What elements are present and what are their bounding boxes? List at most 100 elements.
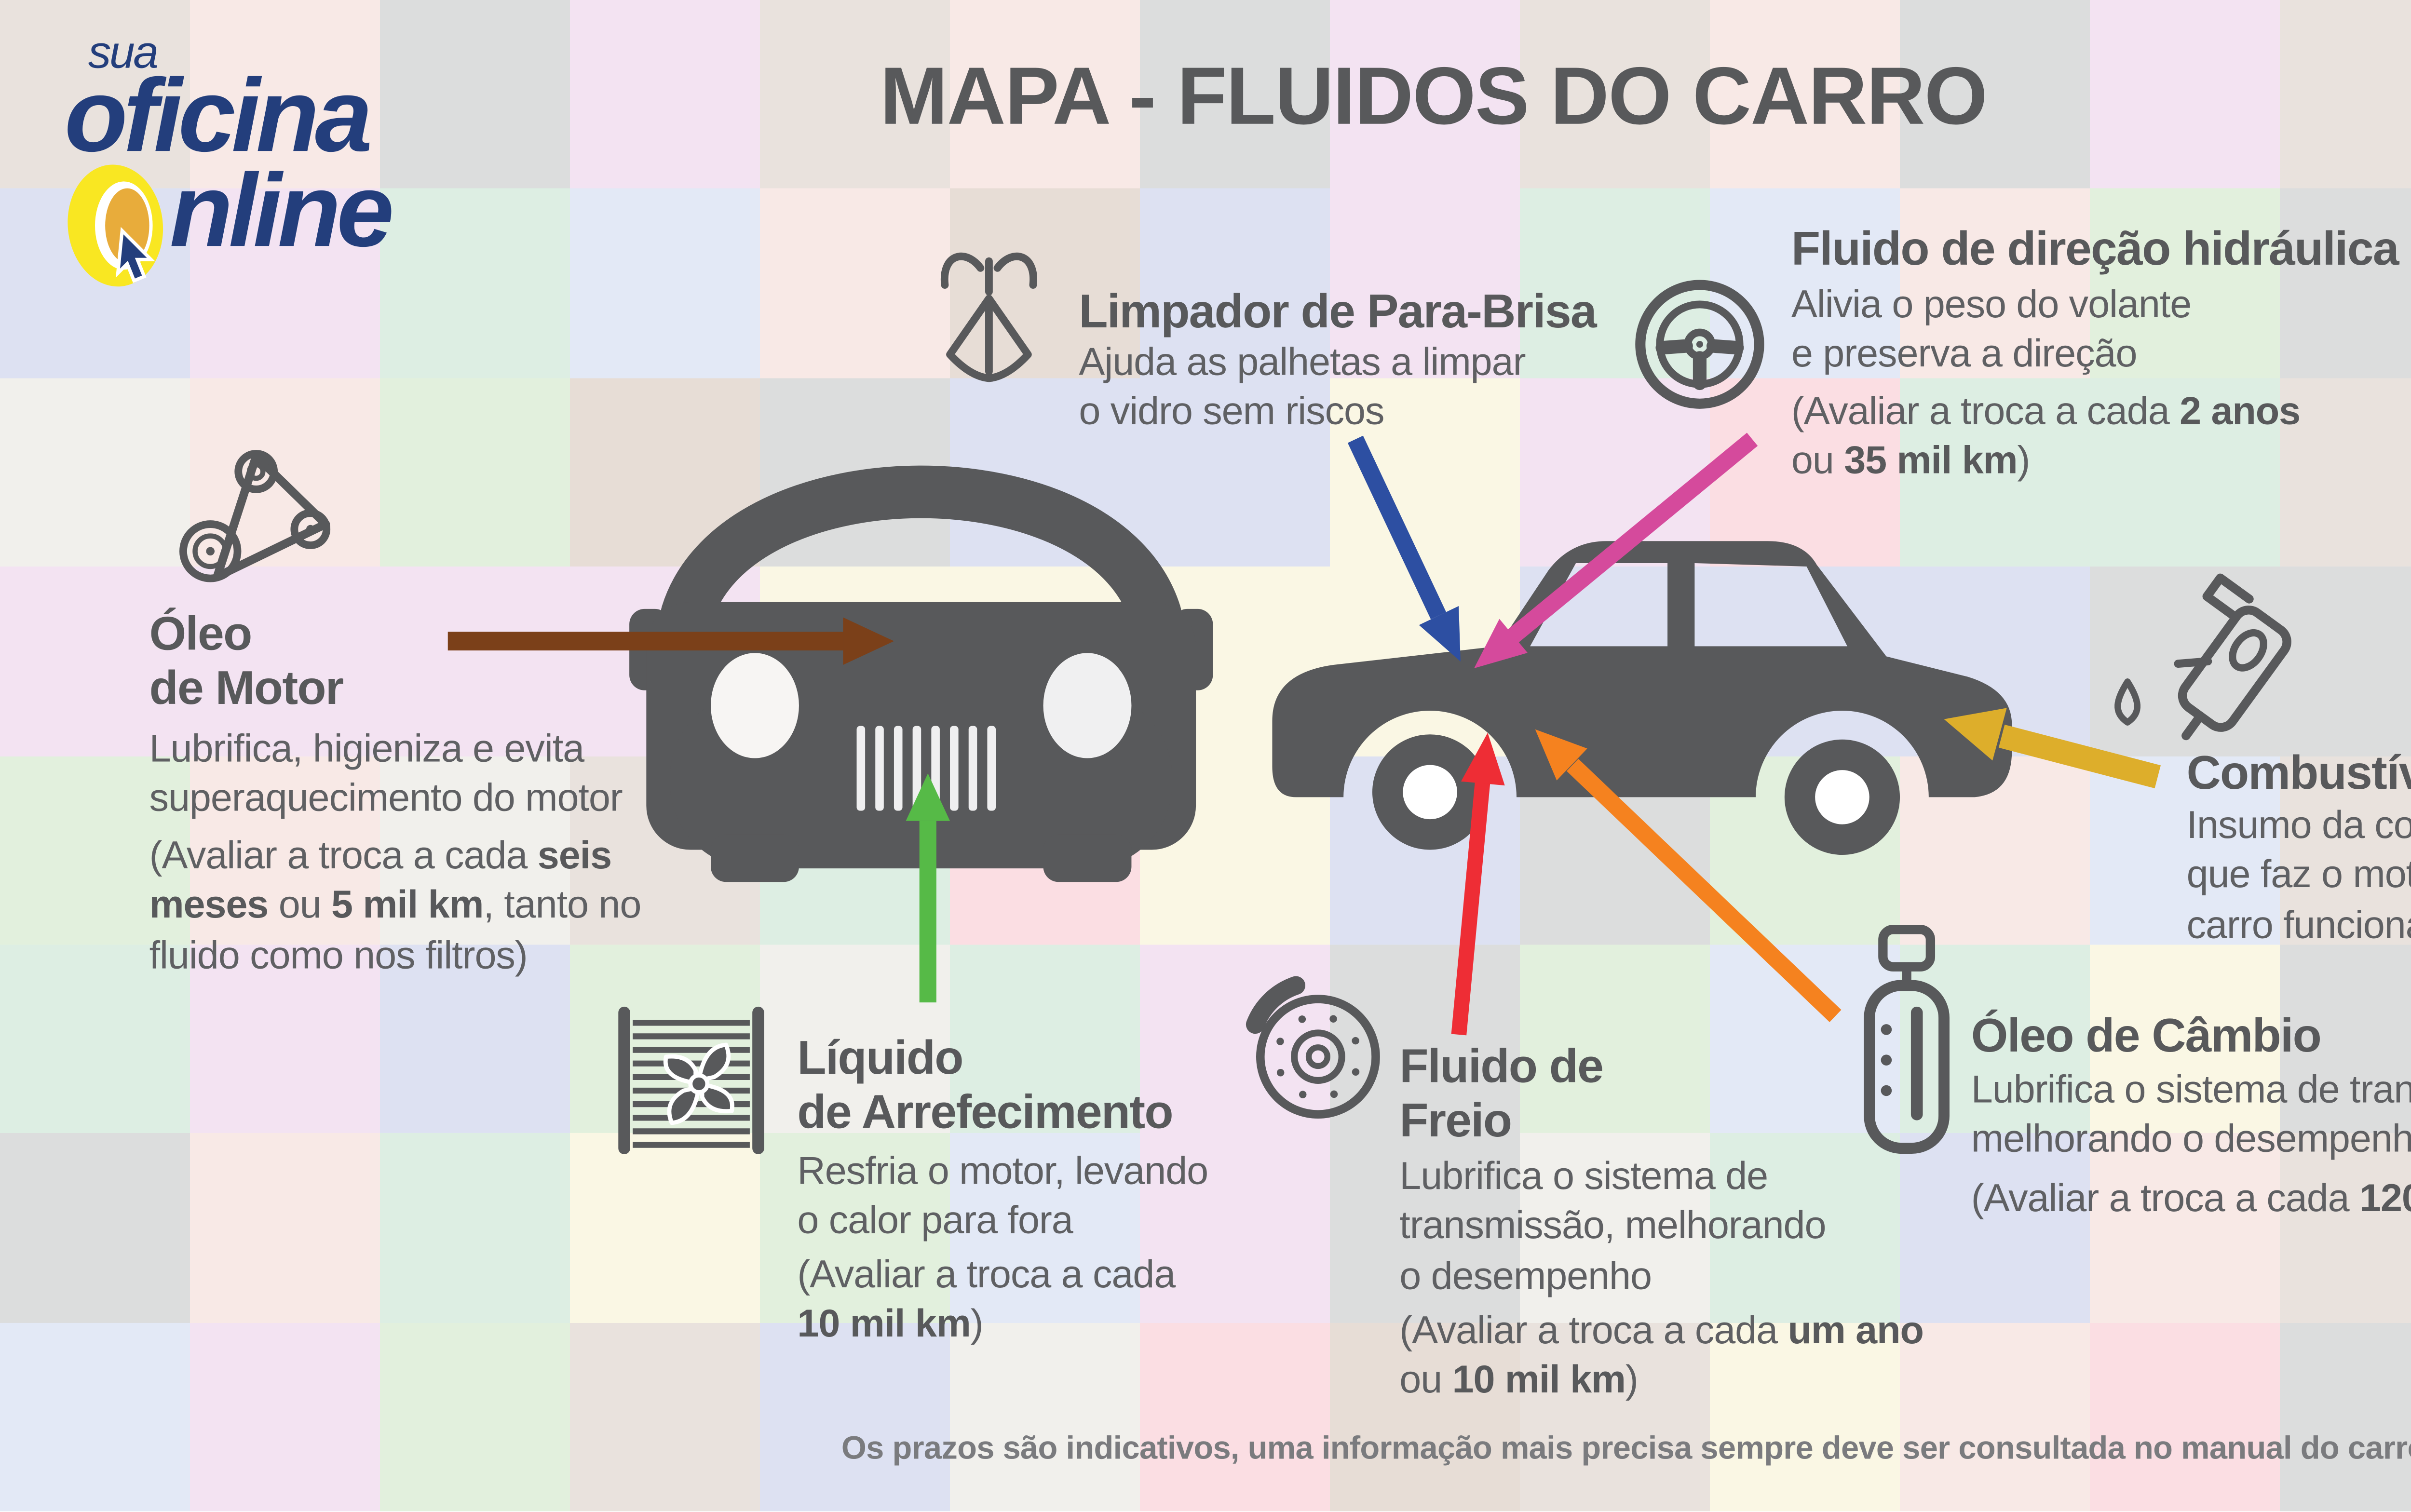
background-tile xyxy=(1330,0,1520,189)
steering-arrow xyxy=(1474,432,1758,669)
background-tile xyxy=(950,189,1140,378)
background-tile xyxy=(760,189,950,378)
background-tile xyxy=(0,0,190,189)
background-tile xyxy=(0,567,190,756)
background-tile xyxy=(1140,1322,1330,1512)
background-tile xyxy=(2280,945,2411,1134)
background-tile xyxy=(760,945,950,1134)
background-tile xyxy=(570,1322,760,1512)
background-tile xyxy=(190,756,380,945)
background-tile xyxy=(2090,0,2280,189)
background-tile xyxy=(1330,189,1520,378)
background-tile xyxy=(950,1133,1140,1323)
background-tile xyxy=(1710,1322,1900,1512)
background-tile xyxy=(380,1133,570,1323)
background-tile xyxy=(1900,945,2090,1134)
steering-note: (Avaliar a troca a cada 2 anos ou 35 mil… xyxy=(1791,388,2301,483)
gear-arrow xyxy=(1535,729,1842,1022)
wiper-description: Ajuda as palhetas a limpar o vidro sem r… xyxy=(1079,339,1526,433)
background-tile xyxy=(2090,756,2280,945)
background-tile xyxy=(1330,945,1520,1134)
background-tile xyxy=(1140,1133,1330,1323)
background-tile xyxy=(570,0,760,189)
motor-oil-note: (Avaliar a troca a cada seis meses ou 5 … xyxy=(149,833,642,977)
background-tile xyxy=(2090,378,2280,567)
brake-title: Fluido de Freio xyxy=(1399,1040,1604,1148)
wiper-title: Limpador de Para-Brisa xyxy=(1079,285,1597,338)
background-tile xyxy=(1710,378,1900,567)
background-tile xyxy=(1140,0,1330,189)
steering-description: Alivia o peso do volante e preserva a di… xyxy=(1791,281,2192,376)
background-tile xyxy=(0,1133,190,1323)
background-tile xyxy=(0,378,190,567)
disclaimer-text: Os prazos são indicativos, uma informaçã… xyxy=(841,1431,2411,1467)
coolant-description: Resfria o motor, levando o calor para fo… xyxy=(797,1148,1208,1242)
background-tile xyxy=(950,0,1140,189)
fuel-pump-icon xyxy=(2114,573,2291,741)
brake-description: Lubrifica o sistema de transmissão, melh… xyxy=(1399,1153,1826,1297)
tire-icon xyxy=(68,164,163,287)
background-tile xyxy=(760,0,950,189)
background-tile xyxy=(1900,189,2090,378)
gear-title: Óleo de Câmbio xyxy=(1971,1009,2322,1062)
background-tile xyxy=(1900,1322,2090,1512)
background-tile xyxy=(190,567,380,756)
background-tile xyxy=(380,189,570,378)
background-tile xyxy=(380,0,570,189)
wiper-icon xyxy=(940,252,1037,382)
background-tile xyxy=(380,1322,570,1512)
fuel-title: Combustível xyxy=(2186,746,2411,799)
background-tile xyxy=(190,945,380,1134)
background-tile xyxy=(1900,378,2090,567)
background-tile xyxy=(190,1322,380,1512)
steering-title: Fluido de direção hidráulica xyxy=(1791,222,2399,275)
engine-belt-icon xyxy=(179,450,331,582)
background-tile xyxy=(950,945,1140,1134)
background-tile xyxy=(2280,378,2411,567)
steering-wheel-icon xyxy=(1635,280,1764,409)
coolant-title: Líquido de Arrefecimento xyxy=(797,1031,1173,1139)
background-tile xyxy=(2280,567,2411,756)
fuel-arrow xyxy=(1944,708,2161,789)
background-tile xyxy=(2280,189,2411,378)
radiator-fan xyxy=(663,1042,734,1125)
coolant-note: (Avaliar a troca a cada 10 mil km) xyxy=(797,1252,1176,1346)
logo-nline-text: nline xyxy=(169,152,394,268)
background-tile xyxy=(0,945,190,1134)
fuel-description: Insumo da combustão, que faz o motor do … xyxy=(2186,802,2411,946)
background-tile xyxy=(1710,0,1900,189)
headlight-right xyxy=(1043,653,1132,758)
page-title: MAPA - FLUIDOS DO CARRO xyxy=(880,53,1988,143)
background-tile xyxy=(380,756,570,945)
front-car-illustration xyxy=(629,465,1213,882)
brake-arrow xyxy=(1451,732,1505,1036)
logo: sua oficina nline xyxy=(0,0,441,288)
background-tile xyxy=(2280,756,2411,945)
background-tile xyxy=(380,567,570,756)
radiator-icon xyxy=(618,1006,764,1154)
background-tile xyxy=(2090,189,2280,378)
background-tile xyxy=(570,1133,760,1323)
background-tile xyxy=(1520,1322,1710,1512)
background-tile xyxy=(190,1133,380,1323)
background-tile xyxy=(1520,1133,1710,1323)
background-tile xyxy=(760,1322,950,1512)
motor-oil-title: Óleo de Motor xyxy=(149,607,344,715)
brake-note: (Avaliar a troca a cada um ano ou 10 mil… xyxy=(1399,1308,1924,1402)
background-tile xyxy=(1900,1133,2090,1323)
background-tile xyxy=(1710,1133,1900,1323)
wiper-arrow xyxy=(1347,435,1461,662)
background-tile xyxy=(190,189,380,378)
background-tile xyxy=(1330,1133,1520,1323)
background-tile xyxy=(1520,945,1710,1134)
background-tile xyxy=(1140,378,1330,567)
gear-shift-icon xyxy=(1864,925,1950,1154)
background-tile xyxy=(1520,378,1710,567)
background-tile xyxy=(2280,1322,2411,1512)
background-tile xyxy=(190,378,380,567)
background-tile xyxy=(1520,0,1710,189)
coolant-arrow xyxy=(906,773,950,1003)
logo-oficina-text: oficina xyxy=(64,57,373,173)
